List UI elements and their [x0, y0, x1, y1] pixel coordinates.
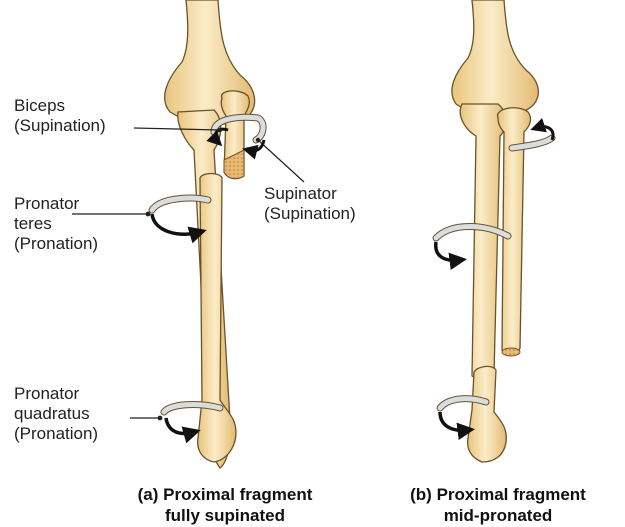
panel-a	[72, 0, 304, 468]
panel-b	[436, 0, 553, 462]
biceps-label: Biceps (Supination)	[14, 96, 106, 136]
biceps-label-line-2: (Supination)	[14, 116, 106, 136]
radius-distal-fragment-a	[198, 174, 236, 463]
pronator-teres-label-line-3: (Pronation)	[14, 234, 98, 254]
supinator-label-line-1: Supinator	[264, 184, 356, 204]
ulna-proximal-b	[460, 104, 506, 379]
pronator-teres-label-line-1: Pronator	[14, 194, 98, 214]
pronator-teres-arrow-b	[436, 242, 460, 260]
pronator-quadratus-arrow-a	[166, 418, 194, 433]
caption-b-line-2: mid-pronated	[378, 505, 618, 526]
pronator-quadratus-label-line-3: (Pronation)	[14, 424, 98, 444]
pronator-teres-label: Pronator teres (Pronation)	[14, 194, 98, 254]
biceps-label-line-1: Biceps	[14, 96, 106, 116]
caption-a-line-1: (a) Proximal fragment	[100, 484, 350, 505]
pronator-teres-arrow-a	[152, 214, 200, 234]
caption-b-line-1: (b) Proximal fragment	[378, 484, 618, 505]
radius-distal-fragment-b	[468, 366, 507, 462]
pronator-quadratus-label: Pronator quadratus (Pronation)	[14, 384, 98, 444]
caption-a: (a) Proximal fragment fully supinated	[100, 484, 350, 526]
caption-b: (b) Proximal fragment mid-pronated	[378, 484, 618, 526]
fracture-surface-b	[502, 348, 520, 356]
pronator-quadratus-arrow-b	[440, 412, 468, 430]
supinator-label: Supinator (Supination)	[264, 184, 356, 224]
supinator-leader-line	[258, 140, 304, 182]
pronator-quadratus-label-line-1: Pronator	[14, 384, 98, 404]
pronator-teres-label-line-2: teres	[14, 214, 98, 234]
supinator-label-line-2: (Supination)	[264, 204, 356, 224]
humerus-b	[452, 0, 538, 115]
caption-a-line-2: fully supinated	[100, 505, 350, 526]
pronator-quadratus-label-line-2: quadratus	[14, 404, 98, 424]
